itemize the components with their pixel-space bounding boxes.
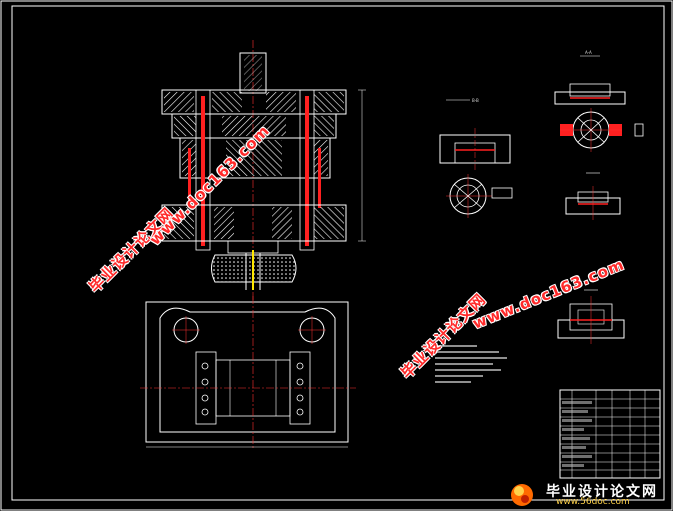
footer-logo-icon [511,484,533,506]
part-detail-2: A-A [554,50,644,152]
title-block [559,389,661,479]
part-detail-3 [565,172,621,220]
footer-title: 毕业设计论文网 [546,484,658,500]
inner-frame [11,5,665,501]
part-detail-4 [557,289,625,344]
svg-text:A-A: A-A [585,50,592,55]
technical-notes [435,345,507,383]
svg-text:B-B: B-B [472,98,479,103]
footer-branding: 毕业设计论文网 www.56doc.com [508,482,668,508]
assembly-section-view [161,40,366,300]
part-detail-1: B-B [439,98,513,218]
plan-view [140,296,356,450]
footer-url: www.56doc.com [556,497,630,507]
